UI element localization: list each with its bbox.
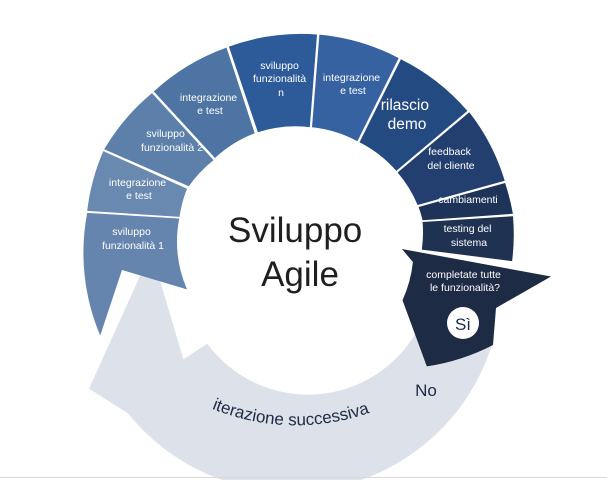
step-4-line-2: e test <box>197 105 223 117</box>
iteration-loop-arrow: iterazione successiva <box>89 251 494 480</box>
step-6-line-2: e test <box>340 85 366 97</box>
step-8-line-2: del cliente <box>427 160 474 172</box>
step-8-line-1: feedback <box>428 146 471 158</box>
center-title-line-2: Agile <box>261 255 339 294</box>
decision-yes-badge: Sì <box>447 307 479 339</box>
step-1-line-2: funzionalità 1 <box>102 240 164 252</box>
bottom-divider <box>0 477 607 478</box>
step-5-line-1: sviluppo <box>260 60 299 72</box>
step-4-line-1: integrazione <box>180 92 237 104</box>
step-label-9: cambiamenti <box>438 194 498 206</box>
center-title: Sviluppo Agile <box>228 211 372 294</box>
step-7-line-2: demo <box>388 116 427 133</box>
step-1-line-1: sviluppo <box>112 226 151 238</box>
step-segment-1 <box>83 212 187 336</box>
step-2-line-1: integrazione <box>109 177 166 189</box>
center-title-line-1: Sviluppo <box>228 211 362 250</box>
yes-label: Sì <box>455 315 471 334</box>
step-segment-6 <box>312 34 399 142</box>
step-10-line-1: testing del <box>444 223 492 235</box>
no-label: No <box>415 381 437 400</box>
yes-circle <box>447 307 479 339</box>
step-label-4: integrazione e test <box>180 92 240 117</box>
step-2-line-2: e test <box>126 190 152 202</box>
step-label-7: rilascio demo <box>381 97 434 133</box>
step-6-line-1: integrazione <box>323 72 380 84</box>
step-segment-9 <box>418 183 513 221</box>
step-9-line-1: cambiamenti <box>438 194 498 206</box>
step-label-3: sviluppo funzionalità 2 <box>141 128 203 154</box>
step-5-line-2: funzionalità <box>253 73 306 85</box>
step-label-6: integrazione e test <box>323 72 383 97</box>
step-label-10: testing del sistema <box>444 223 495 249</box>
loop-arrow-body <box>89 251 494 480</box>
step-segment-8 <box>397 112 505 205</box>
step-label-2: integrazione e test <box>109 177 169 202</box>
step-11-line-2: le funzionalità? <box>430 282 500 294</box>
step-10-line-2: sistema <box>451 237 487 249</box>
step-3-line-2: funzionalità 2 <box>141 142 203 154</box>
step-segment-10 <box>421 216 514 262</box>
step-segment-2 <box>87 151 187 217</box>
step-label-11: completate tutte le funzionalità? <box>426 269 504 294</box>
step-segment-7 <box>359 59 468 171</box>
step-11-line-1: completate tutte <box>426 269 501 281</box>
step-label-8: feedback del cliente <box>427 146 474 172</box>
step-segment-5 <box>228 33 317 133</box>
step-label-1: sviluppo funzionalità 1 <box>102 226 164 252</box>
step-7-line-1: rilascio <box>381 97 429 114</box>
process-ring: sviluppo funzionalità 1 integrazione e t… <box>83 33 551 367</box>
step-segment-11 <box>401 249 551 367</box>
step-segment-4 <box>153 47 255 158</box>
step-label-5: sviluppo funzionalità n <box>253 60 309 99</box>
step-5-line-3: n <box>278 87 284 99</box>
step-segment-3 <box>104 93 214 187</box>
step-3-line-1: sviluppo <box>146 128 185 140</box>
